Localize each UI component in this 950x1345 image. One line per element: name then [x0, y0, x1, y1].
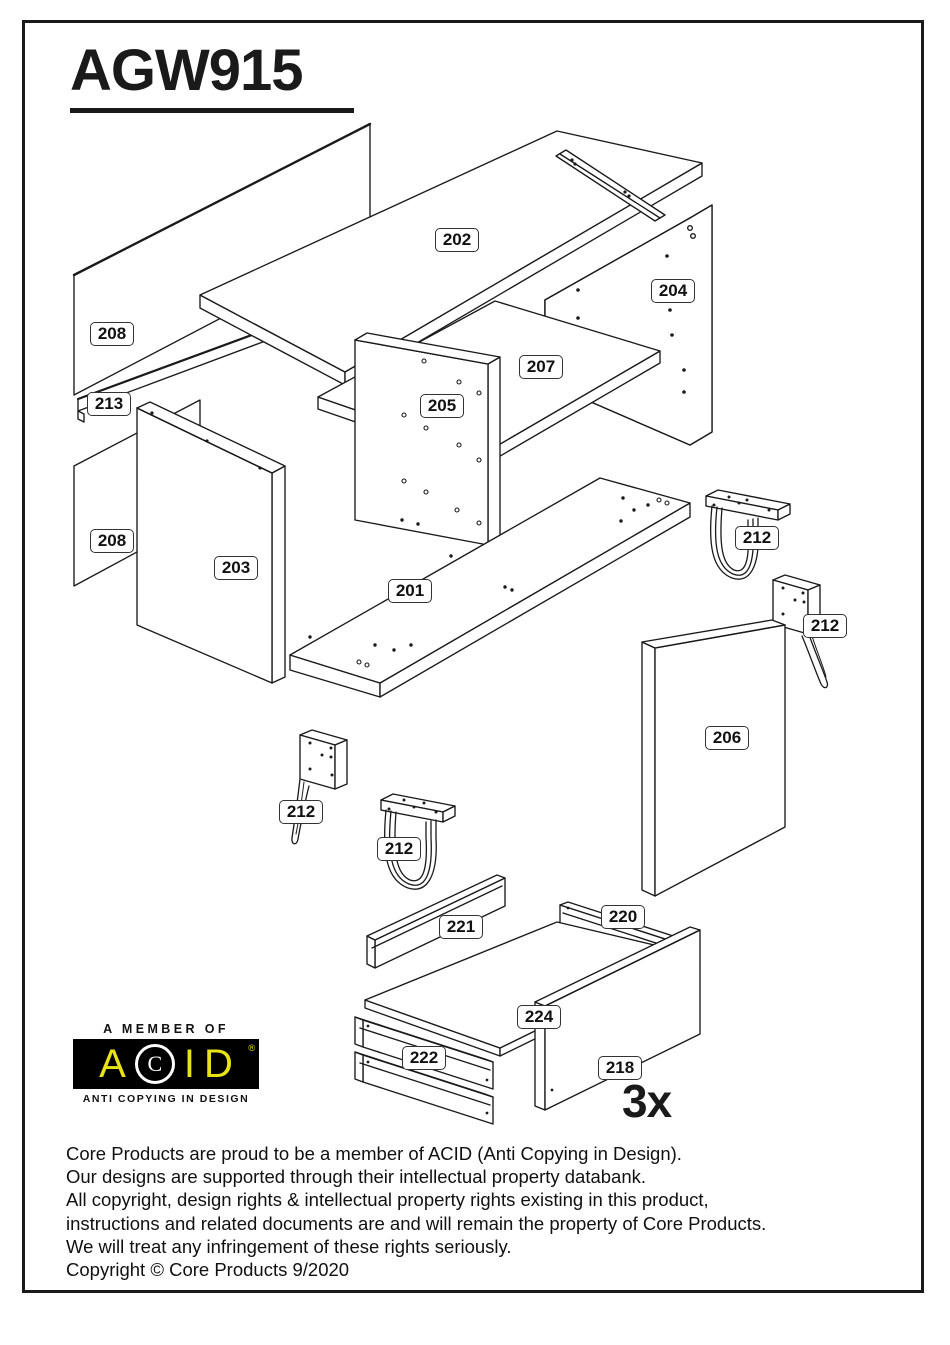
part-label-213: 213: [87, 392, 131, 416]
registered-trademark-icon: ®: [248, 1043, 255, 1053]
acid-letter-a: A: [99, 1042, 126, 1086]
part-label-212-a: 212: [735, 526, 779, 550]
part-label-212-b: 212: [803, 614, 847, 638]
acid-copyright-circle-icon: C: [134, 1044, 175, 1084]
part-label-207: 207: [519, 355, 563, 379]
quantity-multiplier: 3x: [622, 1075, 672, 1127]
part-label-212-d: 212: [377, 837, 421, 861]
acid-logo-box: A C I D ®: [73, 1039, 259, 1089]
part-label-206: 206: [705, 726, 749, 750]
acid-letter-c: C: [147, 1051, 163, 1076]
legal-line-3: All copyright, design rights & intellect…: [66, 1189, 709, 1211]
part-label-204: 204: [651, 279, 695, 303]
part-label-208-lower: 208: [90, 529, 134, 553]
acid-letter-d: D: [203, 1042, 233, 1086]
acid-tagline: ANTI COPYING IN DESIGN: [82, 1093, 250, 1105]
legal-line-1: Core Products are proud to be a member o…: [66, 1143, 682, 1164]
title-underline: [70, 108, 354, 113]
part-label-218: 218: [598, 1056, 642, 1080]
page-border: [22, 20, 924, 1293]
part-label-222: 222: [402, 1046, 446, 1070]
legal-line-5: We will treat any infringement of these …: [66, 1235, 512, 1257]
part-label-212-c: 212: [279, 800, 323, 824]
acid-member-text: A MEMBER OF: [103, 1022, 229, 1036]
part-label-201: 201: [388, 579, 432, 603]
page-title: AGW915: [70, 38, 304, 103]
part-label-203: 203: [214, 556, 258, 580]
part-label-224: 224: [517, 1005, 561, 1029]
part-label-202: 202: [435, 228, 479, 252]
acid-logo: A MEMBER OF A C I D ® ANTI COPYING IN DE…: [73, 1022, 259, 1105]
part-label-208: 208: [90, 322, 134, 346]
part-label-205: 205: [420, 394, 464, 418]
part-label-221: 221: [439, 915, 483, 939]
acid-letter-i: I: [183, 1042, 195, 1086]
legal-line-2: Our designs are supported through their …: [66, 1166, 647, 1188]
legal-notice: Core Products are proud to be a member o…: [66, 1142, 896, 1281]
part-label-220: 220: [601, 905, 645, 929]
copyright-line: Copyright © Core Products 9/2020: [66, 1259, 350, 1281]
legal-line-4: instructions and related documents are a…: [66, 1212, 767, 1234]
